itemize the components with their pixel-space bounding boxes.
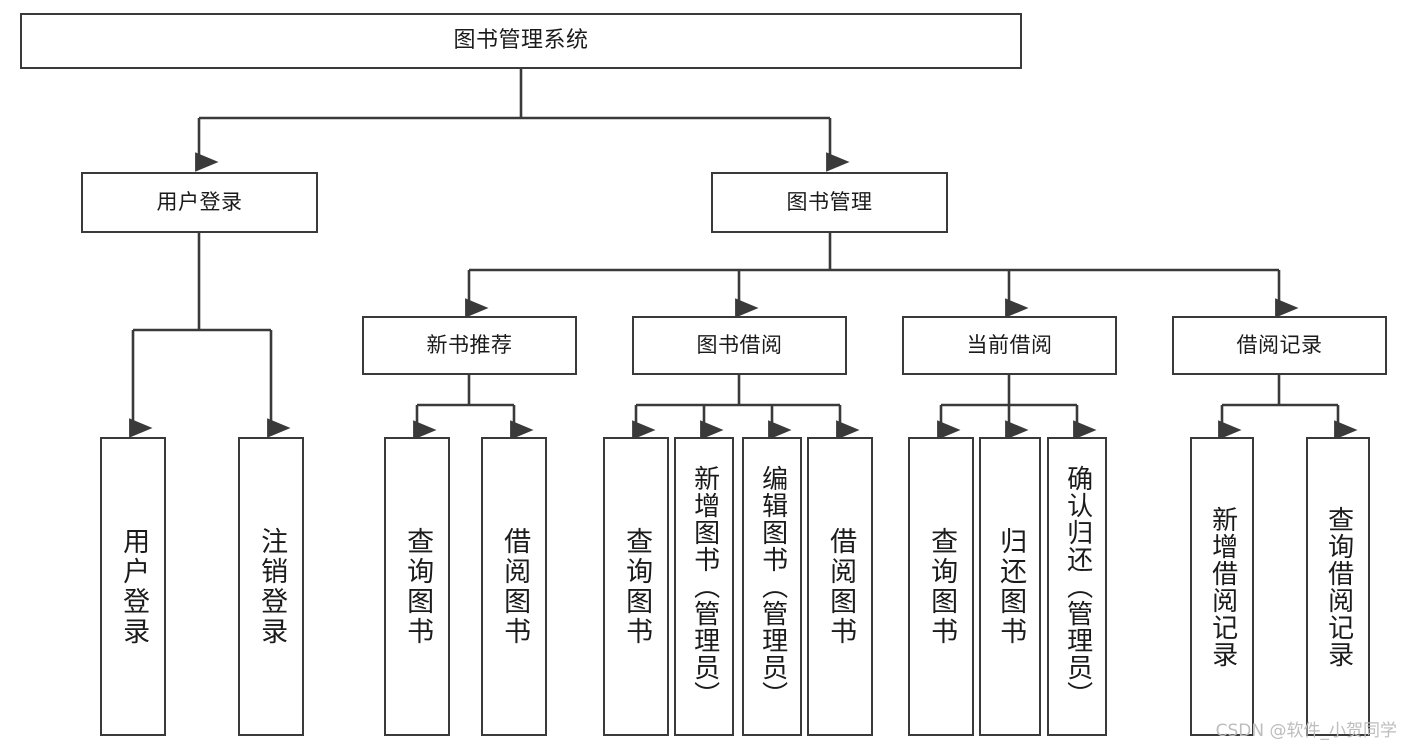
node-user-login-label: 用户登录 [156, 190, 243, 215]
node-new-book-rec[interactable]: 新书推荐 [362, 316, 577, 375]
node-new-book-rec-label: 新书推荐 [426, 333, 513, 358]
node-leaf-borrow-book-1[interactable]: 借阅图书 [481, 437, 547, 736]
node-leaf-borrow-book-2-label: 借阅图书 [825, 526, 857, 647]
node-leaf-query-record[interactable]: 查询借阅记录 [1306, 437, 1370, 736]
node-current-borrow-label: 当前借阅 [966, 333, 1053, 358]
node-borrow-record[interactable]: 借阅记录 [1172, 316, 1387, 375]
node-leaf-add-book-label: 新增图书（管理员） [689, 465, 720, 708]
node-leaf-add-book[interactable]: 新增图书（管理员） [674, 437, 734, 736]
node-book-borrow-label: 图书借阅 [696, 333, 783, 358]
node-leaf-query-book-1-label: 查询图书 [402, 526, 434, 647]
node-leaf-return-book[interactable]: 归还图书 [979, 437, 1041, 736]
node-borrow-record-label: 借阅记录 [1236, 333, 1323, 358]
node-leaf-user-login[interactable]: 用户登录 [100, 437, 166, 736]
node-leaf-query-book-1[interactable]: 查询图书 [384, 437, 450, 736]
node-leaf-user-login-label: 用户登录 [118, 526, 150, 647]
node-leaf-add-record[interactable]: 新增借阅记录 [1190, 437, 1254, 736]
node-book-borrow[interactable]: 图书借阅 [632, 316, 847, 375]
node-root-label: 图书管理系统 [453, 28, 589, 54]
node-leaf-query-record-label: 查询借阅记录 [1323, 505, 1354, 668]
node-current-borrow[interactable]: 当前借阅 [902, 316, 1117, 375]
node-book-manage-label: 图书管理 [786, 190, 873, 215]
node-leaf-edit-book-label: 编辑图书（管理员） [757, 465, 788, 708]
node-leaf-borrow-book-1-label: 借阅图书 [499, 526, 531, 647]
node-book-manage[interactable]: 图书管理 [711, 172, 948, 233]
node-leaf-query-book-3[interactable]: 查询图书 [908, 437, 974, 736]
node-leaf-edit-book[interactable]: 编辑图书（管理员） [742, 437, 802, 736]
node-leaf-query-book-2[interactable]: 查询图书 [603, 437, 669, 736]
node-leaf-add-record-label: 新增借阅记录 [1207, 505, 1238, 668]
node-leaf-logout-login[interactable]: 注销登录 [238, 437, 304, 736]
node-root[interactable]: 图书管理系统 [20, 13, 1022, 69]
node-user-login[interactable]: 用户登录 [81, 172, 318, 233]
node-leaf-confirm-return[interactable]: 确认归还（管理员） [1047, 437, 1107, 736]
csdn-watermark: CSDN @软件_小贺同学 [1215, 721, 1397, 741]
node-leaf-query-book-3-label: 查询图书 [926, 526, 958, 647]
node-leaf-query-book-2-label: 查询图书 [621, 526, 653, 647]
node-leaf-logout-login-label: 注销登录 [256, 526, 288, 647]
node-leaf-confirm-return-label: 确认归还（管理员） [1062, 465, 1093, 708]
node-leaf-borrow-book-2[interactable]: 借阅图书 [807, 437, 873, 736]
node-leaf-return-book-label: 归还图书 [995, 526, 1027, 647]
